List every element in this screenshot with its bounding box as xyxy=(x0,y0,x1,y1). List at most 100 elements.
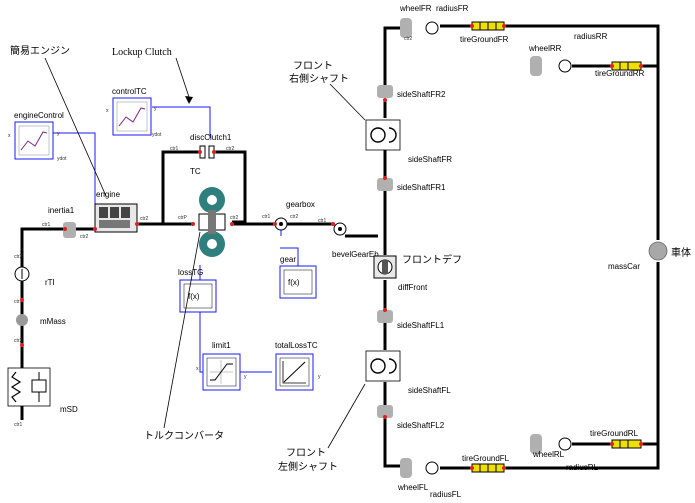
side-shaft-fr2-label: sideShaftFR2 xyxy=(397,90,446,99)
mass-car-label: massCar xyxy=(608,262,640,271)
engine-port-ctr2: ctr2 xyxy=(140,216,149,222)
note-simple-engine: 簡易エンジン xyxy=(10,44,70,57)
mechanical-connections xyxy=(20,24,660,470)
limit1-port-y: y xyxy=(244,374,247,380)
side-shaft-fr-block[interactable]: sideShaftFR xyxy=(365,119,452,164)
engine-block[interactable]: engine ctr2 xyxy=(94,190,149,233)
side-shaft-fl2-label: sideShaftFL2 xyxy=(397,421,445,430)
tire-ground-rl-label: tireGroundRL xyxy=(590,429,639,438)
total-loss-tc-block[interactable]: totalLossTC y xyxy=(275,341,321,391)
mmass-block[interactable]: mMass ctr1 ctr2 xyxy=(14,299,66,344)
port-markers xyxy=(20,24,643,470)
side-shaft-fl1-block[interactable]: sideShaftFL1 xyxy=(377,310,445,330)
mmass-port-ctr2: ctr2 xyxy=(14,338,23,344)
torque-converter-block[interactable]: TC ctrP ctr2 xyxy=(178,167,239,257)
mmass-label: mMass xyxy=(40,317,66,326)
total-loss-tc-label: totalLossTC xyxy=(275,341,318,350)
tire-ground-fl-label: tireGroundFL xyxy=(462,454,510,463)
note-torque-converter: トルクコンバータ xyxy=(144,430,224,442)
limit1-port-x: x xyxy=(196,366,199,372)
wheel-rl-block[interactable]: wheelRL xyxy=(530,434,572,459)
radius-fl-label: radiusFL xyxy=(430,490,462,499)
gear-label: gear xyxy=(280,255,296,264)
limit1-label: limit1 xyxy=(212,341,231,350)
inertia1-port-ctr2: ctr2 xyxy=(80,234,89,240)
side-shaft-fl-label: sideShaftFL xyxy=(408,386,451,395)
wheel-rr-block[interactable]: wheelRR xyxy=(528,44,572,76)
leader-fr-shaft xyxy=(329,83,366,121)
engine-label: engine xyxy=(96,190,121,199)
mmass-port-ctr1: ctr1 xyxy=(14,299,23,305)
tire-ground-fr-label: tireGroundFR xyxy=(460,35,509,44)
loss-tg-block[interactable]: lossTG f(x) xyxy=(178,268,217,313)
leader-lockup-clutch xyxy=(175,57,191,101)
limit1-block[interactable]: limit1 x y xyxy=(196,341,247,391)
leader-torque-converter xyxy=(163,231,201,429)
disc-clutch-port-ctr2: ctr2 xyxy=(226,146,235,152)
disc-clutch-label: discClutch1 xyxy=(190,133,232,142)
disc-clutch-block[interactable]: discClutch1 ctr1 ctr2 xyxy=(170,133,235,159)
side-shaft-fr2-block[interactable]: sideShaftFR2 xyxy=(377,85,446,99)
engine-control-block[interactable]: engineControl x y ydot xyxy=(8,111,67,162)
tire-ground-rr-label: tireGroundRR xyxy=(595,69,645,78)
msd-label: mSD xyxy=(60,405,78,414)
leader-fl-shaft xyxy=(327,383,366,449)
engine-control-port-y: y xyxy=(57,131,60,137)
diff-front-block[interactable]: diffFront xyxy=(373,255,428,292)
inertia1-block[interactable]: inertia1 ctr1 ctr2 xyxy=(42,206,89,240)
control-tc-port-x: x xyxy=(106,108,109,114)
side-shaft-fl1-label: sideShaftFL1 xyxy=(397,321,445,330)
note-front-diff: フロントデフ xyxy=(402,253,462,266)
bevel-gear-label: bevelGearEb xyxy=(332,250,379,259)
loss-tg-fx-glyph: f(x) xyxy=(188,292,200,301)
rti-block[interactable]: rTI ctr2 xyxy=(14,254,55,287)
rti-label: rTI xyxy=(45,278,55,287)
side-shaft-fr-label: sideShaftFR xyxy=(408,155,452,164)
engine-control-port-ydot: ydot xyxy=(57,156,67,162)
diff-front-label: diffFront xyxy=(398,283,428,292)
note-fl-shaft-2: 左側シャフト xyxy=(278,460,338,473)
bevel-gear-port-ctr1: ctr1 xyxy=(318,218,327,224)
tc-port-ctrp: ctrP xyxy=(178,215,188,221)
note-fr-shaft-1: フロント xyxy=(293,61,333,72)
side-shaft-fl-block[interactable]: sideShaftFL xyxy=(365,350,451,395)
tire-rl-block[interactable]: tireGroundRL radiusRL xyxy=(566,429,642,472)
gearbox-label: gearbox xyxy=(286,200,315,209)
gearbox-port-ctr1: ctr1 xyxy=(262,214,271,220)
inertia1-port-ctr1: ctr1 xyxy=(42,222,51,228)
side-shaft-fl2-block[interactable]: sideShaftFL2 xyxy=(377,405,445,430)
msd-block[interactable]: mSD ctr1 xyxy=(7,367,78,428)
side-shaft-fr1-label: sideShaftFR1 xyxy=(397,183,446,192)
wheel-fr-port-ctr2: ctr2 xyxy=(404,36,413,42)
tire-fr-block[interactable]: radiusFR tireGroundFR xyxy=(436,4,509,44)
engine-control-port-x: x xyxy=(8,133,11,139)
wheel-rr-label: wheelRR xyxy=(528,44,562,53)
wheel-fr-label: wheelFR xyxy=(399,4,432,13)
wheel-fr-block[interactable]: wheelFR ctr2 xyxy=(399,4,439,42)
tc-label: TC xyxy=(190,167,201,176)
leader-simple-engine xyxy=(44,57,107,197)
control-tc-label: controlTC xyxy=(112,87,147,96)
bevel-gear-block[interactable]: bevelGearEb ctr1 xyxy=(318,218,379,259)
control-tc-port-ydot: ydot xyxy=(152,132,162,138)
wheel-fl-block[interactable]: wheelFL xyxy=(397,458,439,492)
wheel-fl-label: wheelFL xyxy=(397,483,429,492)
tire-fl-block[interactable]: tireGroundFL radiusFL xyxy=(430,454,510,499)
side-shaft-fr1-block[interactable]: sideShaftFR1 xyxy=(377,178,446,192)
gear-block[interactable]: gear f(x) xyxy=(279,255,317,299)
radius-fr-label: radiusFR xyxy=(436,4,469,13)
mass-car-block[interactable]: massCar xyxy=(608,241,668,271)
note-body: 車体 xyxy=(671,246,691,259)
msd-port-ctr1: ctr1 xyxy=(14,422,23,428)
note-lockup-clutch: Lockup Clutch xyxy=(112,47,172,58)
control-tc-block[interactable]: controlTC x y ydot xyxy=(106,87,162,138)
annotations: 簡易エンジン Lockup Clutch トルクコンバータ フロント 右側シャフ… xyxy=(10,44,691,473)
loss-tg-label: lossTG xyxy=(178,268,203,277)
rti-port-ctr2: ctr2 xyxy=(14,254,23,260)
gear-fx-glyph: f(x) xyxy=(288,278,300,287)
gearbox-port-ctr2: ctr2 xyxy=(290,214,299,220)
tc-port-ctr2: ctr2 xyxy=(230,215,239,221)
gearbox-block[interactable]: gearbox ctr1 ctr2 xyxy=(262,200,315,231)
tire-rr-block[interactable]: radiusRR tireGroundRR xyxy=(574,32,645,78)
